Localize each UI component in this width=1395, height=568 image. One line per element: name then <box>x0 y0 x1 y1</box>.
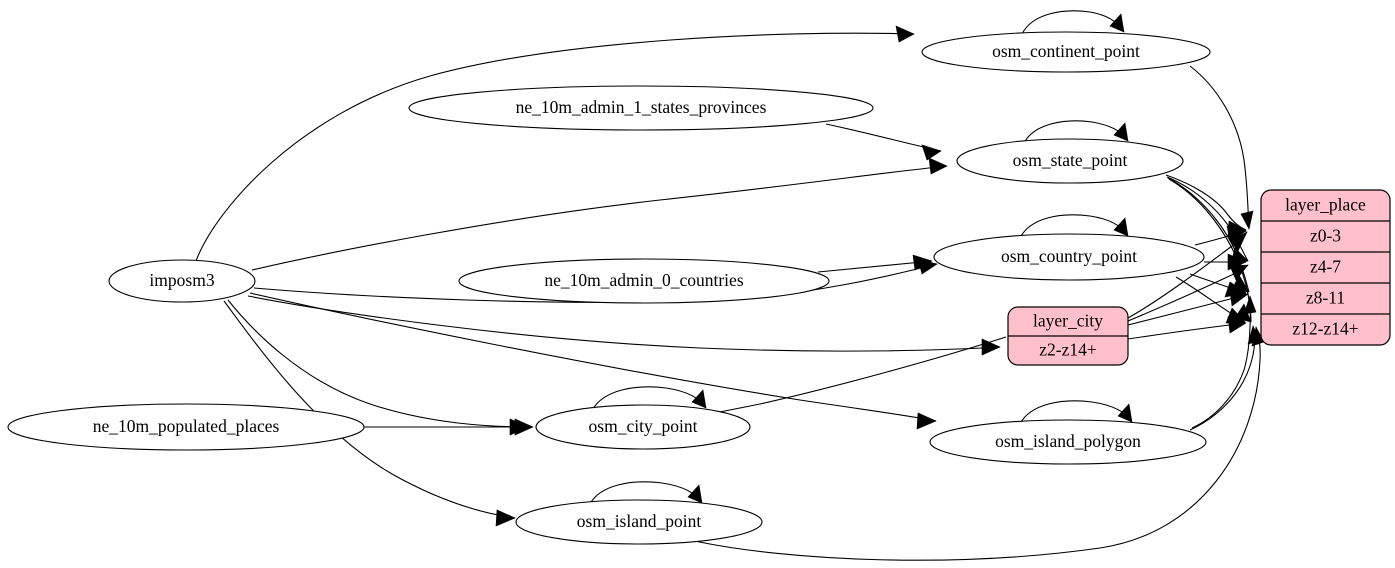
record-layer_place-box[interactable] <box>1260 189 1391 346</box>
edge-imposm3-to-osm_continent_point-line <box>195 32 915 262</box>
record-layer_city[interactable]: layer_city z2-z14+ <box>1007 306 1129 366</box>
node-ne_states-shape[interactable] <box>408 85 874 131</box>
node-imposm3-label: imposm3 <box>149 270 214 290</box>
edge-imposm3-to-osm_island_polygon <box>249 292 937 430</box>
edge-imposm3-to-osm_state_point-arrowhead <box>928 157 948 175</box>
node-osm_island_point[interactable]: osm_island_point <box>515 499 763 545</box>
node-osm_state_point-label: osm_state_point <box>1013 150 1128 170</box>
edge-imposm3-to-osm_city_point <box>227 299 534 436</box>
node-osm_city_point-shape[interactable] <box>535 404 751 450</box>
edge-imposm3-to-osm_state_point-line <box>251 165 948 271</box>
node-osm_state_point[interactable]: osm_state_point <box>956 138 1184 184</box>
self-edge-osm_continent_point-line <box>1021 10 1125 35</box>
node-ne_states-label: ne_10m_admin_1_states_provinces <box>516 97 767 117</box>
node-ne_populated-label: ne_10m_populated_places <box>93 416 280 436</box>
node-osm_island_polygon-shape[interactable] <box>929 419 1207 465</box>
edge-imposm3-to-layer_city <box>247 295 1001 356</box>
edge-imposm3-to-osm_state_point <box>251 157 948 271</box>
edge-ne_states-to-osm_state_point <box>825 123 942 161</box>
edge-ne_states-to-osm_state_point-arrowhead <box>921 144 942 161</box>
edge-imposm3-to-osm_island_point <box>223 300 516 527</box>
node-imposm3[interactable]: imposm3 <box>108 259 256 303</box>
self-edge-osm_state_point <box>1023 120 1129 144</box>
edge-imposm3-to-osm_island_point-arrowhead <box>495 509 516 527</box>
node-osm_island_point-label: osm_island_point <box>577 511 702 531</box>
node-ne_populated[interactable]: ne_10m_populated_places <box>7 403 365 451</box>
node-osm_city_point-label: osm_city_point <box>589 416 698 436</box>
node-osm_island_polygon[interactable]: osm_island_polygon <box>929 419 1207 465</box>
edge-imposm3-to-layer_city-line <box>247 295 1001 352</box>
node-layer: imposm3 ne_10m_admin_1_states_provincesne… <box>7 31 1211 545</box>
edge-layer_city-to-layer_place_z4_7-arrowhead <box>1229 264 1249 281</box>
self-edge-osm_island_point <box>589 481 703 505</box>
node-osm_continent_point[interactable]: osm_continent_point <box>921 31 1211 73</box>
edge-layer_city-to-layer_place_z8_11 <box>1127 290 1249 326</box>
edge-osm_island_polygon-to-layer_place_z8_11-arrowhead <box>1243 295 1257 315</box>
record-layer_place-row-1[interactable]: z4-7 <box>1310 257 1341 277</box>
self-edge-osm_island_point-arrowhead <box>687 484 703 504</box>
edge-layer_city-to-layer_place_z4_7 <box>1127 264 1249 322</box>
edge-layer_city-to-layer_place_z0_3-arrowhead <box>1229 231 1248 252</box>
record-layer_place[interactable]: layer_place z0-3 z4-7 z8-11 z12-z14+ <box>1260 189 1391 346</box>
node-osm_city_point[interactable]: osm_city_point <box>535 404 751 450</box>
edge-osm_continent_point-to-layer_place_z0_3 <box>1189 65 1254 230</box>
edge-osm_island_polygon-to-layer_place_z8_11-line <box>1191 295 1251 429</box>
record-layer: layer_place z0-3 z4-7 z8-11 z12-z14+ layer_ci… <box>1007 189 1391 366</box>
self-edge-osm_city_point-arrowhead <box>691 389 707 409</box>
edge-ne_countries-to-osm_country_point-arrowhead <box>912 254 933 271</box>
edge-imposm3-to-osm_island_polygon-arrowhead <box>916 412 937 430</box>
record-layer_place-row-2[interactable]: z8-11 <box>1306 288 1345 308</box>
edge-osm_island_polygon-to-layer_place_z12-line <box>1189 325 1256 431</box>
node-osm_country_point-label: osm_country_point <box>1001 246 1137 266</box>
node-osm_state_point-shape[interactable] <box>956 138 1184 184</box>
node-ne_countries-label: ne_10m_admin_0_countries <box>544 270 743 290</box>
edge-osm_continent_point-to-layer_place_z0_3-arrowhead <box>1240 210 1254 230</box>
node-ne_states[interactable]: ne_10m_admin_1_states_provinces <box>408 85 874 131</box>
self-edge-osm_city_point <box>592 386 707 410</box>
node-osm_country_point-shape[interactable] <box>933 233 1205 281</box>
self-edge-osm_island_polygon-arrowhead <box>1117 403 1133 423</box>
edge-layer_city-to-layer_place_z8_11-arrowhead <box>1229 290 1249 307</box>
edge-layer_city-to-layer_place_z12-line <box>1127 322 1247 340</box>
edge-osm_island_polygon-to-layer_place_z8_11 <box>1191 295 1257 429</box>
node-osm_continent_point-label: osm_continent_point <box>992 41 1140 61</box>
self-edge-osm_island_polygon <box>1019 400 1133 425</box>
node-osm_island_point-shape[interactable] <box>515 499 763 545</box>
node-osm_country_point[interactable]: osm_country_point <box>933 233 1205 281</box>
edge-layer_city-to-layer_place_z12 <box>1127 316 1247 340</box>
self-edge-osm_country_point-arrowhead <box>1113 217 1129 237</box>
record-layer_place-row-3[interactable]: z12-z14+ <box>1292 319 1358 339</box>
edge-imposm3-to-osm_city_point-line <box>227 299 534 428</box>
edge-osm_island_polygon-to-layer_place_z12 <box>1189 325 1261 431</box>
edge-imposm3-to-osm_island_polygon-line <box>249 292 937 422</box>
edge-osm_island_point-to-layer_place_z12-line <box>689 326 1261 561</box>
edge-layer_city-to-layer_place_z12-arrowhead <box>1227 316 1247 334</box>
edge-imposm3-to-osm_continent_point-arrowhead <box>895 25 915 43</box>
node-imposm3-shape[interactable] <box>108 259 256 303</box>
edge-osm_island_point-to-layer_place_z12 <box>689 326 1265 561</box>
edge-ne_countries-to-osm_country_point <box>817 254 933 273</box>
record-layer_place-title: layer_place <box>1285 195 1366 215</box>
record-layer_city-title: layer_city <box>1033 311 1103 331</box>
record-layer_place-row-0[interactable]: z0-3 <box>1310 226 1341 246</box>
edge-layer_city-to-layer_place_z0_3 <box>1127 231 1248 319</box>
self-edge-osm_country_point <box>1019 214 1129 239</box>
node-ne_countries-shape[interactable] <box>458 258 830 304</box>
node-ne_countries[interactable]: ne_10m_admin_0_countries <box>458 258 830 304</box>
edge-imposm3-to-osm_continent_point <box>195 25 915 262</box>
edge-imposm3-to-osm_island_point-line <box>223 300 516 519</box>
record-layer_city-row-0[interactable]: z2-z14+ <box>1039 340 1097 360</box>
self-edge-osm_continent_point-arrowhead <box>1109 13 1125 33</box>
self-edge-osm_continent_point <box>1021 10 1125 35</box>
edge-imposm3-to-osm_city_point-arrowhead <box>514 418 534 436</box>
edge-osm_continent_point-to-layer_place_z0_3-line <box>1189 65 1250 230</box>
node-ne_populated-shape[interactable] <box>7 403 365 451</box>
self-edge-osm_state_point-arrowhead <box>1113 122 1129 142</box>
node-osm_island_polygon-label: osm_island_polygon <box>995 431 1141 451</box>
edge-osm_island_point-to-layer_place_z12-arrowhead <box>1251 326 1265 347</box>
edge-layer <box>195 10 1265 561</box>
node-osm_continent_point-shape[interactable] <box>921 31 1211 73</box>
